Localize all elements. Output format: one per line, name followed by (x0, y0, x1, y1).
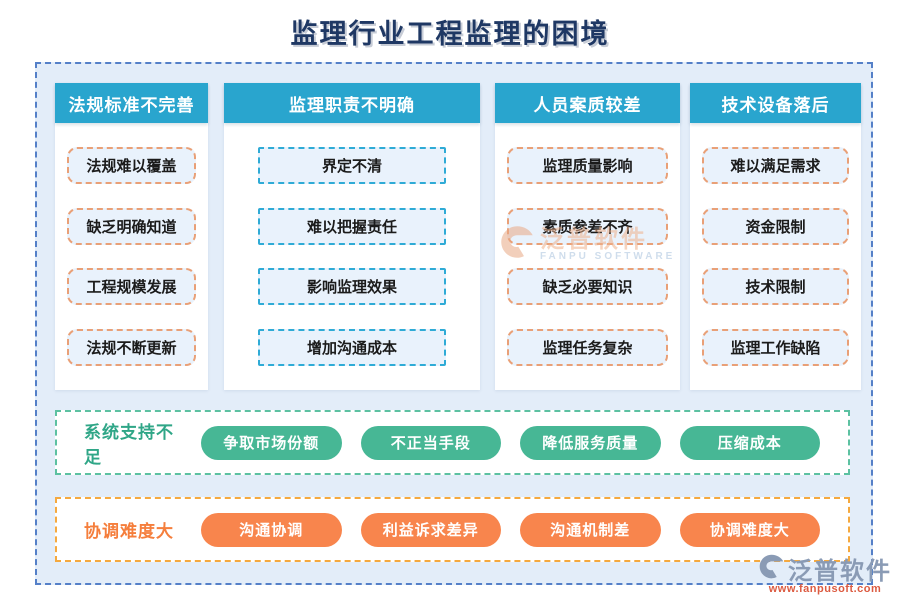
band-coordination: 协调难度大 沟通协调利益诉求差异沟通机制差协调难度大 (55, 497, 850, 562)
column-header: 监理职责不明确 (224, 83, 480, 123)
issue-item: 难以满足需求 (702, 146, 849, 184)
band-label: 协调难度大 (84, 522, 174, 541)
pill-item: 协调难度大 (679, 512, 820, 547)
issue-item: 素质参差不齐 (507, 207, 668, 245)
issue-item: 监理工作缺陷 (702, 329, 849, 367)
issue-item: 监理质量影响 (507, 146, 668, 184)
pill-item: 争取市场份额 (201, 425, 342, 460)
columns-area: 法规标准不完善 法规难以覆盖缺乏明确知道工程规模发展法规不断更新 监理职责不明确… (55, 83, 861, 390)
pill-item: 沟通协调 (201, 512, 342, 547)
issue-item: 资金限制 (702, 207, 849, 245)
issue-column: 法规标准不完善 法规难以覆盖缺乏明确知道工程规模发展法规不断更新 (55, 83, 208, 390)
band-system-support: 系统支持不足 争取市场份额不正当手段降低服务质量压缩成本 (55, 410, 850, 475)
column-header: 人员案质较差 (495, 83, 680, 123)
issue-item: 界定不清 (258, 146, 446, 184)
issue-column: 监理职责不明确 界定不清难以把握责任影响监理效果增加沟通成本 (224, 83, 480, 390)
page-title: 监理行业工程监理的困境 (290, 19, 610, 49)
pill-item: 压缩成本 (679, 425, 820, 460)
pill-item: 不正当手段 (360, 425, 501, 460)
fanpu-swoosh-icon (758, 553, 785, 585)
issue-item: 法规不断更新 (67, 329, 196, 367)
issue-column: 技术设备落后 难以满足需求资金限制技术限制监理工作缺陷 (690, 83, 861, 390)
issue-item: 法规难以覆盖 (67, 146, 196, 184)
column-header: 技术设备落后 (690, 83, 861, 123)
issue-item: 监理任务复杂 (507, 329, 668, 367)
pill-item: 降低服务质量 (520, 425, 661, 460)
fanpu-logo: 泛普软件 www.fanpusoft.com (758, 551, 892, 595)
pill-item: 利益诉求差异 (360, 512, 501, 547)
band-label: 系统支持不足 (84, 422, 174, 467)
column-body: 法规难以覆盖缺乏明确知道工程规模发展法规不断更新 (55, 123, 208, 390)
column-header: 法规标准不完善 (55, 83, 208, 123)
column-body: 监理质量影响素质参差不齐缺乏必要知识监理任务复杂 (495, 123, 680, 390)
issue-item: 技术限制 (702, 268, 849, 306)
issue-column: 人员案质较差 监理质量影响素质参差不齐缺乏必要知识监理任务复杂 (495, 83, 680, 390)
diagram-container: 法规标准不完善 法规难以覆盖缺乏明确知道工程规模发展法规不断更新 监理职责不明确… (35, 62, 873, 585)
issue-item: 难以把握责任 (258, 207, 446, 245)
pill-item: 沟通机制差 (520, 512, 661, 547)
logo-url: www.fanpusoft.com (768, 583, 882, 595)
issue-item: 缺乏明确知道 (67, 207, 196, 245)
issue-item: 工程规模发展 (67, 268, 196, 306)
issue-item: 增加沟通成本 (258, 329, 446, 367)
logo-name: 泛普软件 (788, 558, 892, 585)
issue-item: 影响监理效果 (258, 268, 446, 306)
column-body: 界定不清难以把握责任影响监理效果增加沟通成本 (224, 123, 480, 390)
issue-item: 缺乏必要知识 (507, 268, 668, 306)
column-body: 难以满足需求资金限制技术限制监理工作缺陷 (690, 123, 861, 390)
